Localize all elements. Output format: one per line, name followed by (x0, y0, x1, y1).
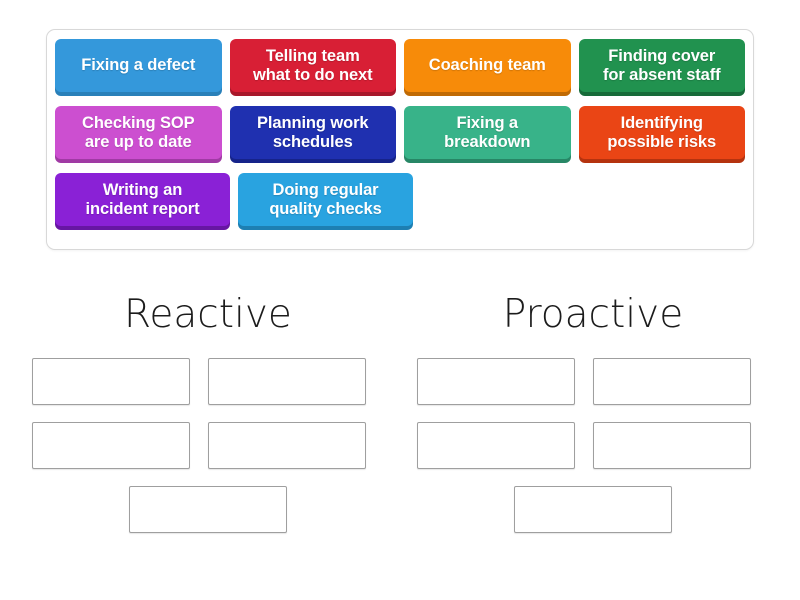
dropzone-slot[interactable] (593, 358, 751, 405)
dropzone-row (417, 422, 769, 469)
dropzone-row (32, 358, 384, 405)
category-heading-proactive: Proactive (502, 292, 684, 337)
dropzone-slot[interactable] (208, 358, 366, 405)
dropzone-slot[interactable] (32, 422, 190, 469)
category-heading-reactive: Reactive (124, 292, 292, 337)
dropzone-row (417, 486, 769, 533)
tile-label: Coaching team (428, 56, 546, 75)
tile-label: Fixing a defect (81, 56, 196, 75)
dropzone-slot[interactable] (514, 486, 672, 533)
dropzone-slot[interactable] (208, 422, 366, 469)
dropzone-slot[interactable] (417, 422, 575, 469)
dropzone-row (32, 422, 384, 469)
draggable-tile[interactable]: Coaching team (404, 39, 571, 96)
dropzone-column-proactive (417, 358, 769, 554)
dropzone-slot[interactable] (593, 422, 751, 469)
dropzone-row (32, 486, 384, 533)
dropzone-slot[interactable] (129, 486, 287, 533)
draggable-tile[interactable]: Fixing a defect (55, 39, 222, 96)
dropzone-slot[interactable] (417, 358, 575, 405)
dropzone-column-reactive (32, 358, 384, 554)
dropzone-row (417, 358, 769, 405)
dropzone-slot[interactable] (32, 358, 190, 405)
